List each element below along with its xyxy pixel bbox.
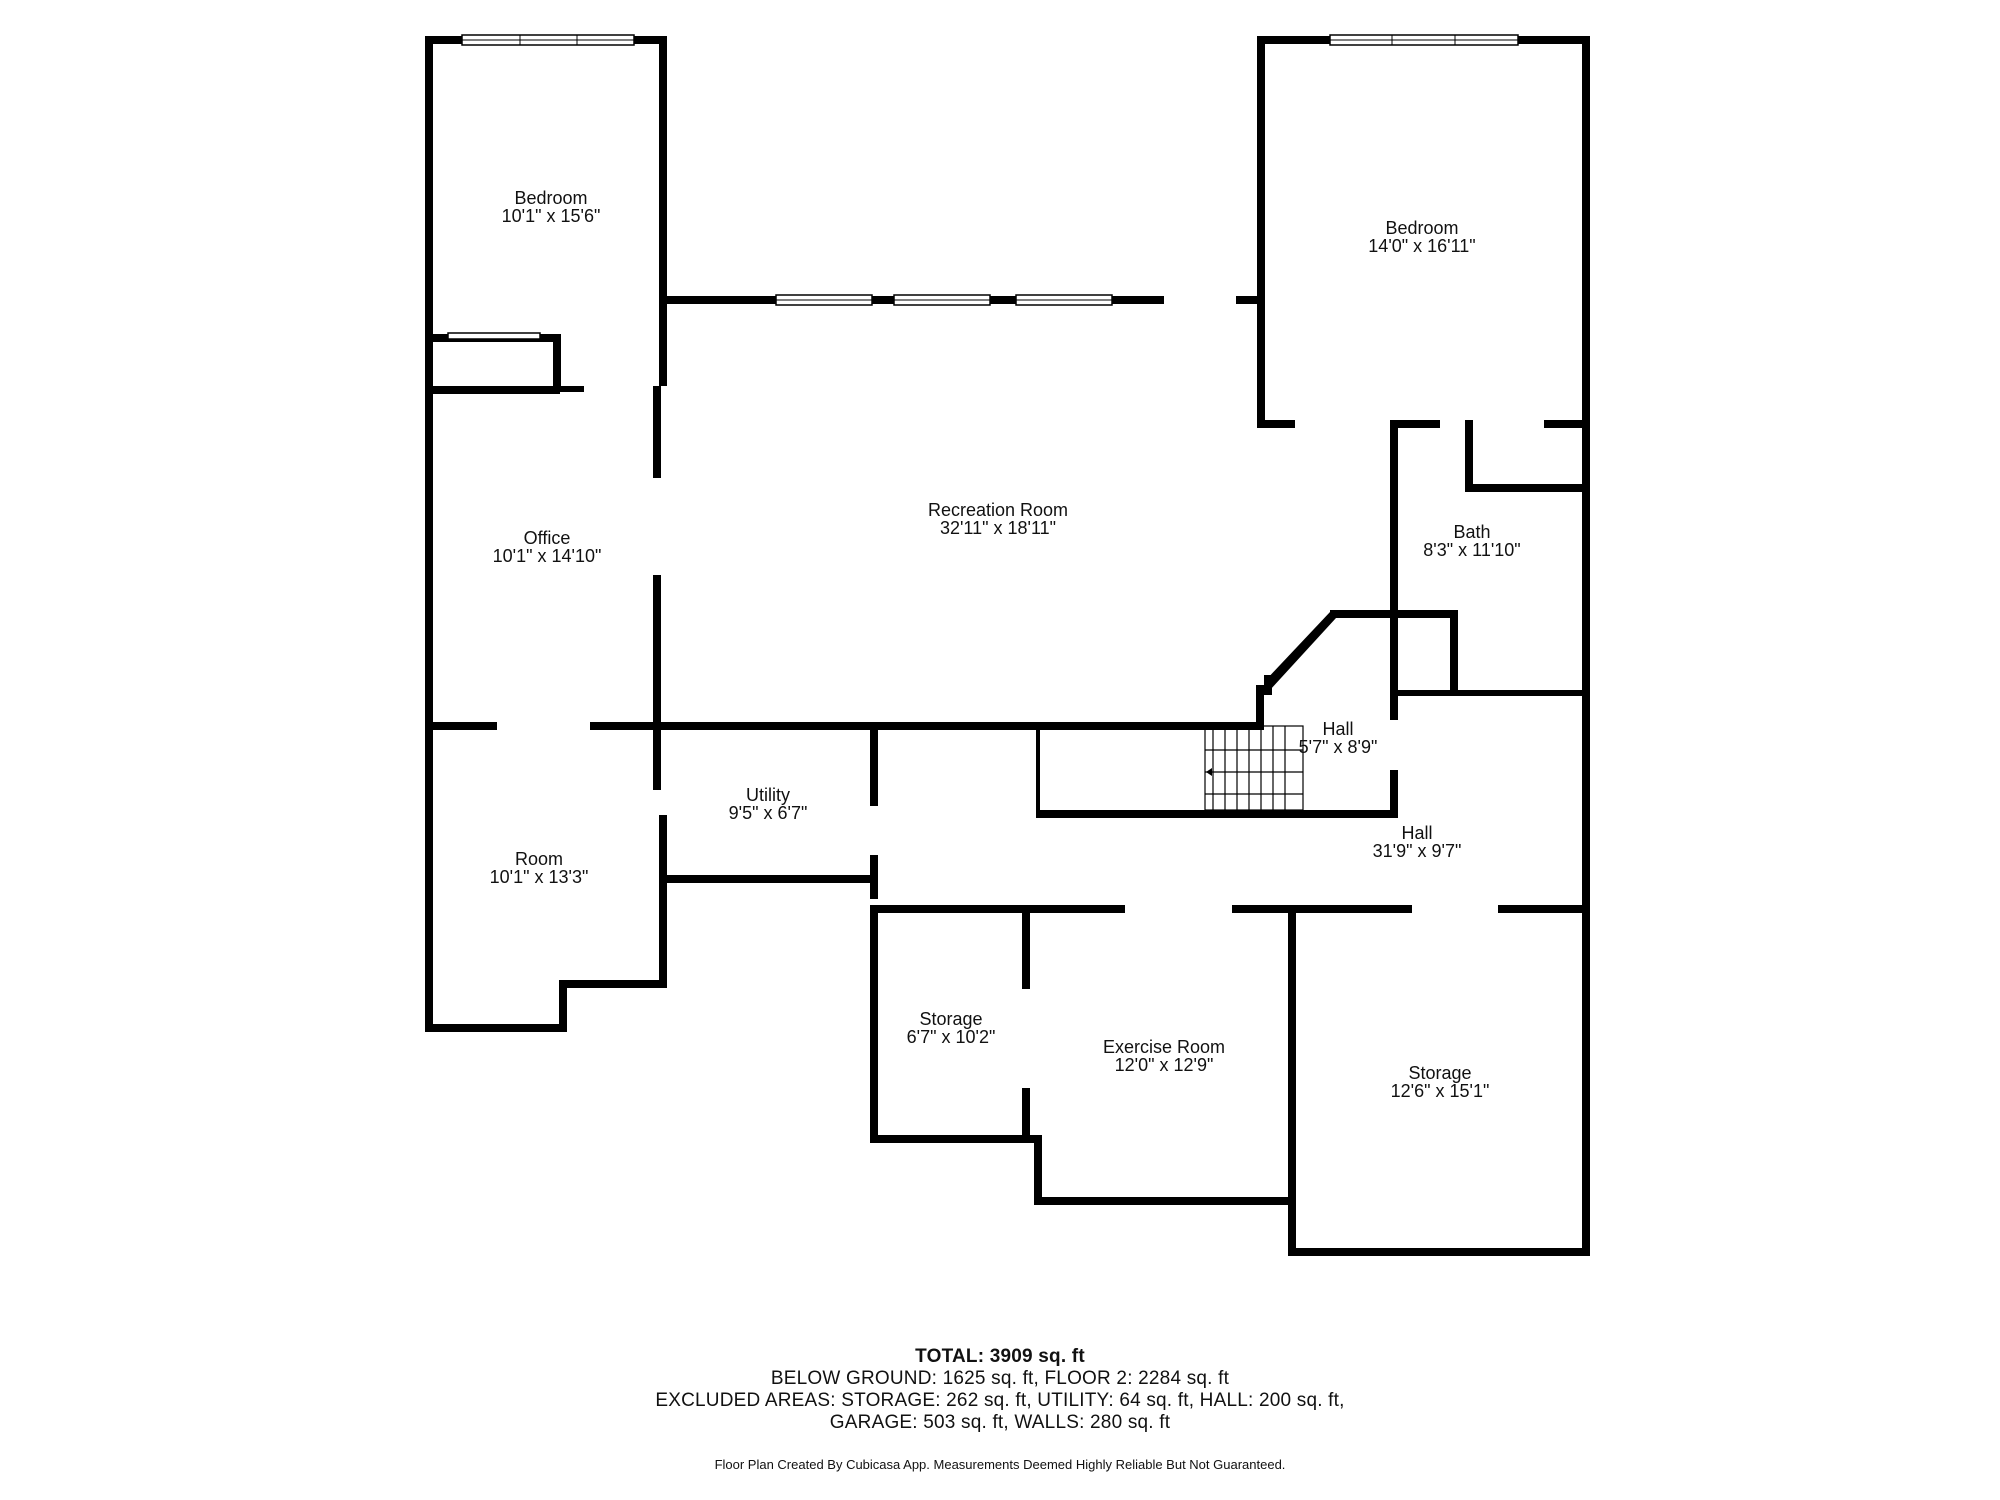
bedroom-left-size: 10'1" x 15'6" bbox=[502, 206, 601, 226]
hall-small-size: 5'7" x 8'9" bbox=[1299, 737, 1378, 757]
room-labels: Bedroom 10'1" x 15'6" Bedroom 14'0" x 16… bbox=[490, 188, 1521, 1101]
stairs bbox=[1204, 725, 1304, 811]
storage-large-size: 12'6" x 15'1" bbox=[1391, 1081, 1490, 1101]
area-summary: TOTAL: 3909 sq. ft BELOW GROUND: 1625 sq… bbox=[0, 1346, 2000, 1434]
recreation-room-size: 32'11" x 18'11" bbox=[940, 518, 1056, 538]
total-area: TOTAL: 3909 sq. ft bbox=[915, 1346, 1085, 1367]
area-breakdown-line3: GARAGE: 503 sq. ft, WALLS: 280 sq. ft bbox=[829, 1412, 1171, 1433]
area-breakdown-line2: EXCLUDED AREAS: STORAGE: 262 sq. ft, UTI… bbox=[655, 1390, 1345, 1411]
credit-note: Floor Plan Created By Cubicasa App. Meas… bbox=[714, 1457, 1286, 1472]
bath-name: Bath bbox=[1453, 522, 1490, 542]
hall-long-size: 31'9" x 9'7" bbox=[1373, 841, 1462, 861]
room-name: Room bbox=[515, 849, 563, 869]
bedroom-right-name: Bedroom bbox=[1385, 218, 1458, 238]
bedroom-right-size: 14'0" x 16'11" bbox=[1368, 236, 1475, 256]
bedroom-left-name: Bedroom bbox=[514, 188, 587, 208]
utility-name: Utility bbox=[746, 785, 790, 805]
utility-size: 9'5" x 6'7" bbox=[729, 803, 808, 823]
office-name: Office bbox=[524, 528, 571, 548]
hall-small-name: Hall bbox=[1322, 719, 1353, 739]
bath-size: 8'3" x 11'10" bbox=[1423, 540, 1520, 560]
exercise-room-name: Exercise Room bbox=[1103, 1037, 1225, 1057]
windows bbox=[447, 34, 1519, 340]
storage-small-size: 6'7" x 10'2" bbox=[907, 1027, 996, 1047]
hall-long-name: Hall bbox=[1401, 823, 1432, 843]
office-size: 10'1" x 14'10" bbox=[493, 546, 602, 566]
storage-large-name: Storage bbox=[1408, 1063, 1471, 1083]
room-size: 10'1" x 13'3" bbox=[490, 867, 589, 887]
exercise-room-size: 12'0" x 12'9" bbox=[1115, 1055, 1214, 1075]
storage-small-name: Storage bbox=[919, 1009, 982, 1029]
recreation-room-name: Recreation Room bbox=[928, 500, 1068, 520]
area-breakdown-line1: BELOW GROUND: 1625 sq. ft, FLOOR 2: 2284… bbox=[770, 1368, 1230, 1389]
